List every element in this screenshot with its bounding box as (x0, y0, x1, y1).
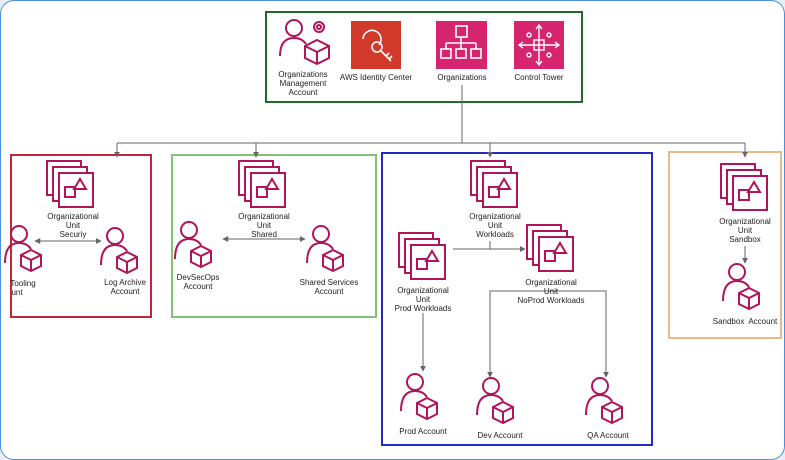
ou-prod-label-1: Organizational (397, 286, 449, 295)
sandbox-account[interactable] (722, 263, 760, 311)
management-account-label-2: Management (280, 79, 327, 88)
prod-account-label: Prod Account (399, 427, 447, 436)
ou-shared-label-2: Unit (257, 221, 272, 230)
ou-stack-icon (398, 232, 446, 280)
ou-security-label-3: Securiy (60, 230, 87, 239)
log-archive-label-1: Log Archive (104, 278, 146, 287)
identity-center-icon (351, 21, 401, 69)
ou-shared[interactable] (238, 160, 286, 208)
ou-sandbox-label-2: Unit (738, 226, 753, 235)
ou-workloads-label-3: Workloads (476, 230, 514, 239)
tooling-account[interactable] (4, 225, 42, 273)
management-account-label-3: Account (289, 88, 319, 97)
user-account-icon (4, 225, 42, 273)
qa-account-label: QA Account (587, 431, 630, 440)
ou-noprod-label-2: Unit (544, 287, 559, 296)
devsecops-account[interactable] (174, 221, 212, 269)
user-account-icon (306, 225, 344, 273)
top-services-box (265, 11, 583, 103)
tooling-account-label-1: Tooling (10, 279, 35, 288)
user-account-icon (585, 377, 623, 425)
dev-account[interactable] (476, 377, 514, 425)
ou-sandbox-label-3: Sandbox (729, 235, 761, 244)
organizations-service[interactable]: Organizations (436, 21, 487, 82)
shared-services-label-1: Shared Services (300, 278, 359, 287)
ou-stack-icon (720, 163, 768, 211)
devsecops-label-1: DevSecOps (177, 273, 220, 282)
ou-stack-icon (526, 224, 574, 272)
ou-prod-workloads[interactable] (398, 232, 446, 280)
ou-prod-label-2: Unit (416, 295, 431, 304)
ou-workloads[interactable] (470, 160, 518, 208)
log-archive-account[interactable] (100, 227, 138, 275)
ou-noprod-label-1: Organizational (525, 278, 577, 287)
control-tower-label: Control Tower (514, 73, 564, 82)
ou-shared-label-3: Shared (251, 230, 277, 239)
management-account-label-1: Organizations (278, 70, 327, 79)
ou-security-label-1: Organizational (47, 212, 99, 221)
ou-sandbox-label-1: Organizational (719, 217, 771, 226)
identity-center-label: AWS Identity Center (340, 73, 413, 82)
connectors (34, 85, 748, 378)
top-management-account: Organizations Management Account (278, 19, 330, 97)
control-tower-service[interactable]: Control Tower (514, 21, 564, 82)
aws-identity-center[interactable]: AWS Identity Center (340, 21, 413, 82)
ou-stack-icon (470, 160, 518, 208)
shared-services-label-2: Account (315, 287, 345, 296)
log-archive-label-2: Account (111, 287, 141, 296)
ou-noprod-workloads[interactable] (526, 224, 574, 272)
shared-group-box (171, 154, 377, 318)
dev-account-label: Dev Account (478, 431, 524, 440)
shared-services-account[interactable] (306, 225, 344, 273)
ou-sandbox[interactable] (720, 163, 768, 211)
sandbox-account-label: Sandbox Account (713, 317, 778, 326)
tooling-account-label-2: unt (11, 288, 23, 297)
user-account-icon (174, 221, 212, 269)
ou-security-label-2: Unit (66, 221, 81, 230)
organizations-label: Organizations (437, 73, 486, 82)
ou-stack-icon (238, 160, 286, 208)
user-account-icon (476, 377, 514, 425)
qa-account[interactable] (585, 377, 623, 425)
user-account-icon (100, 227, 138, 275)
ou-workloads-label-1: Organizational (469, 212, 521, 221)
user-account-icon (722, 263, 760, 311)
sandbox-group-box (668, 151, 782, 339)
workloads-group-box (381, 152, 653, 446)
ou-stack-icon (46, 160, 94, 208)
user-gear-icon (279, 19, 330, 66)
ou-prod-label-3: Prod Workloads (395, 304, 452, 313)
ou-workloads-label-2: Unit (488, 221, 503, 230)
user-account-icon (400, 373, 438, 421)
ou-noprod-label-3: NoProd Workloads (518, 296, 585, 305)
ou-security[interactable] (46, 160, 94, 208)
devsecops-label-2: Account (184, 282, 214, 291)
ou-shared-label-1: Organizational (238, 212, 290, 221)
prod-account[interactable] (400, 373, 438, 421)
